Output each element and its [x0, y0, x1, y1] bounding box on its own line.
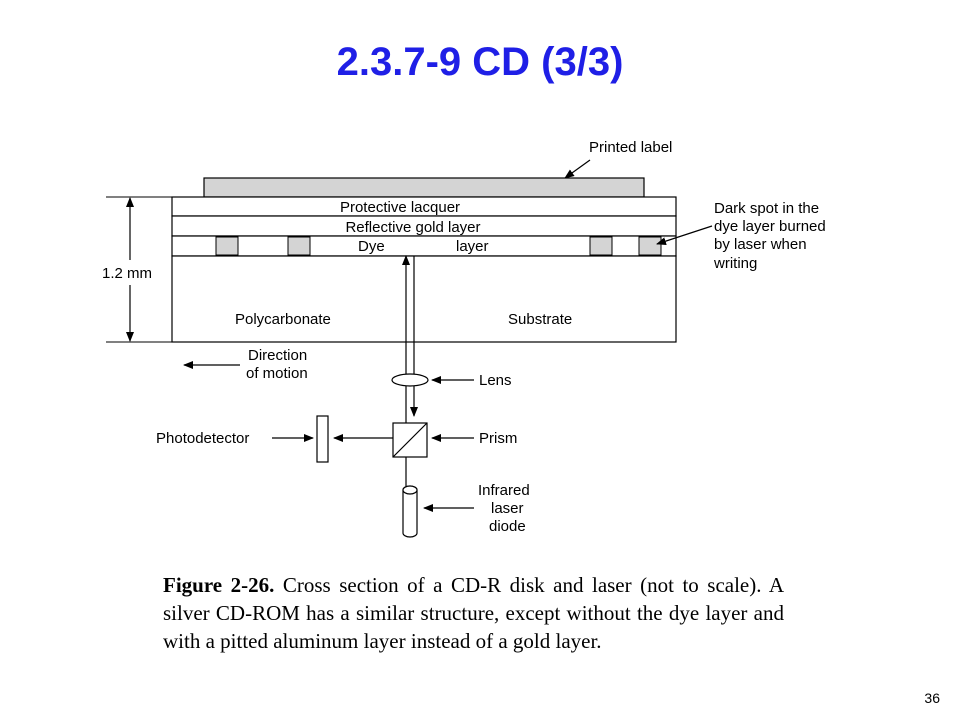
dark-spot-label-line4: writing: [713, 255, 757, 272]
printed-label-layer: [203, 177, 645, 198]
figure-caption: Figure 2-26. Cross section of a CD-R dis…: [163, 571, 784, 655]
laser-diode-top: [402, 485, 418, 495]
laser-diode-label-line3: diode: [489, 518, 526, 535]
figure-label: Figure 2-26.: [163, 573, 275, 597]
printed-label-text: Printed label: [589, 139, 672, 156]
direction-label-line2: of motion: [246, 365, 308, 382]
photodetector: [316, 415, 329, 463]
layer-label: layer: [456, 238, 489, 255]
prism-diagonal: [392, 422, 428, 458]
dark-spot-arrow: [656, 225, 713, 246]
lens: [391, 373, 429, 387]
figure-caption-text: Cross section of a CD-R disk and laser (…: [163, 573, 784, 653]
lens-label: Lens: [479, 372, 512, 389]
dark-spot: [589, 236, 613, 256]
dark-spot: [287, 236, 311, 256]
reflective-gold-layer-label: Reflective gold layer: [345, 219, 480, 236]
dye-label: Dye: [358, 238, 385, 255]
laser-diode-label-line1: Infrared: [478, 482, 530, 499]
protective-lacquer-label: Protective lacquer: [340, 199, 460, 216]
photodetector-label: Photodetector: [156, 430, 249, 447]
thickness-label: 1.2 mm: [102, 265, 152, 282]
dark-spot-label-line2: dye layer burned: [714, 218, 826, 235]
direction-label-line1: Direction: [248, 347, 307, 364]
dark-spot: [638, 236, 662, 256]
dark-spot-label-line3: by laser when: [714, 236, 807, 253]
laser-diode-label-line2: laser: [491, 500, 524, 517]
slide-title: 2.3.7-9 CD (3/3): [336, 40, 624, 84]
polycarbonate-label: Polycarbonate: [235, 311, 331, 328]
dark-spot: [215, 236, 239, 256]
dark-spot-label-line1: Dark spot in the: [714, 200, 819, 217]
substrate-label: Substrate: [508, 311, 572, 328]
cd-r-cross-section-diagram: Protective lacquer Reflective gold layer…: [102, 139, 826, 538]
prism-label: Prism: [479, 430, 517, 447]
polycarbonate-substrate: [171, 255, 677, 343]
printed-label-arrow: [564, 159, 591, 179]
page-number: 36: [924, 690, 940, 706]
